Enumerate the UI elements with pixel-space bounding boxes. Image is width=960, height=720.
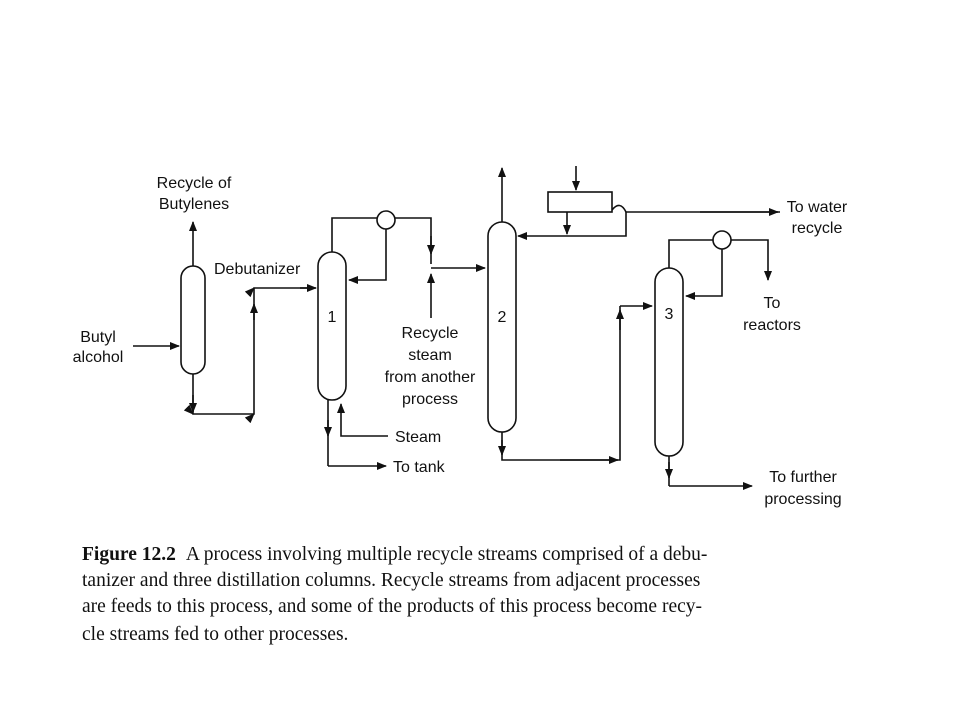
- figure-caption-line-3: are feeds to this process, and some of t…: [82, 596, 702, 617]
- col1-overhead-out: [395, 217, 432, 264]
- steam-feed: [337, 403, 388, 437]
- column-1-number: 1: [328, 309, 337, 326]
- label-to-further-2: processing: [764, 491, 841, 508]
- figure-label: Figure 12.2: [82, 544, 176, 565]
- col3-reflux-line: [685, 249, 723, 300]
- column-2-number: 2: [498, 309, 507, 326]
- label-steam: Steam: [395, 429, 441, 446]
- label-to-tank: To tank: [393, 459, 446, 476]
- label-recycle-butylenes-2: Butylenes: [159, 196, 229, 213]
- col3-overhead-line: [668, 239, 713, 268]
- label-to-water-1: To water: [787, 199, 848, 216]
- label-to-further-1: To further: [769, 469, 837, 486]
- column-2-vessel: [487, 221, 517, 433]
- col1-condenser: [376, 210, 396, 230]
- col3-overhead-out: [731, 239, 772, 281]
- label-recycle-butylenes-1: Recycle of: [157, 175, 232, 192]
- label-recycle-steam-4: process: [402, 391, 458, 408]
- label-butyl-2: alcohol: [73, 349, 124, 366]
- col3-condenser: [712, 230, 732, 250]
- label-recycle-steam-2: steam: [408, 347, 452, 364]
- column-1-vessel: [317, 251, 347, 401]
- col2-condenser-drum: [547, 191, 613, 213]
- col1-overhead-line: [331, 217, 377, 252]
- column-3-vessel: [654, 267, 684, 457]
- debutanizer-vessel: [180, 265, 206, 375]
- label-to-water-2: recycle: [792, 220, 843, 237]
- figure-caption-line-1: Figure 12.2 A process involving multiple …: [82, 544, 707, 565]
- col2-bottom-stream: [501, 306, 621, 461]
- column-3-number: 3: [665, 306, 674, 323]
- label-recycle-steam-3: from another: [385, 369, 476, 386]
- label-to-reactors-1: To: [764, 295, 781, 312]
- figure-caption-line-2: tanizer and three distillation columns. …: [82, 570, 700, 591]
- label-debutanizer: Debutanizer: [214, 261, 301, 278]
- label-recycle-steam-1: Recycle: [402, 325, 459, 342]
- label-to-reactors-2: reactors: [743, 317, 801, 334]
- col1-reflux-line: [348, 229, 387, 284]
- figure-caption-line-4: cle streams fed to other processes.: [82, 624, 348, 645]
- label-butyl-1: Butyl: [80, 329, 116, 346]
- col2-reflux-return: [517, 212, 627, 240]
- caption-text-1: A process involving multiple recycle str…: [186, 544, 707, 565]
- col2-drum-loop: [611, 204, 780, 213]
